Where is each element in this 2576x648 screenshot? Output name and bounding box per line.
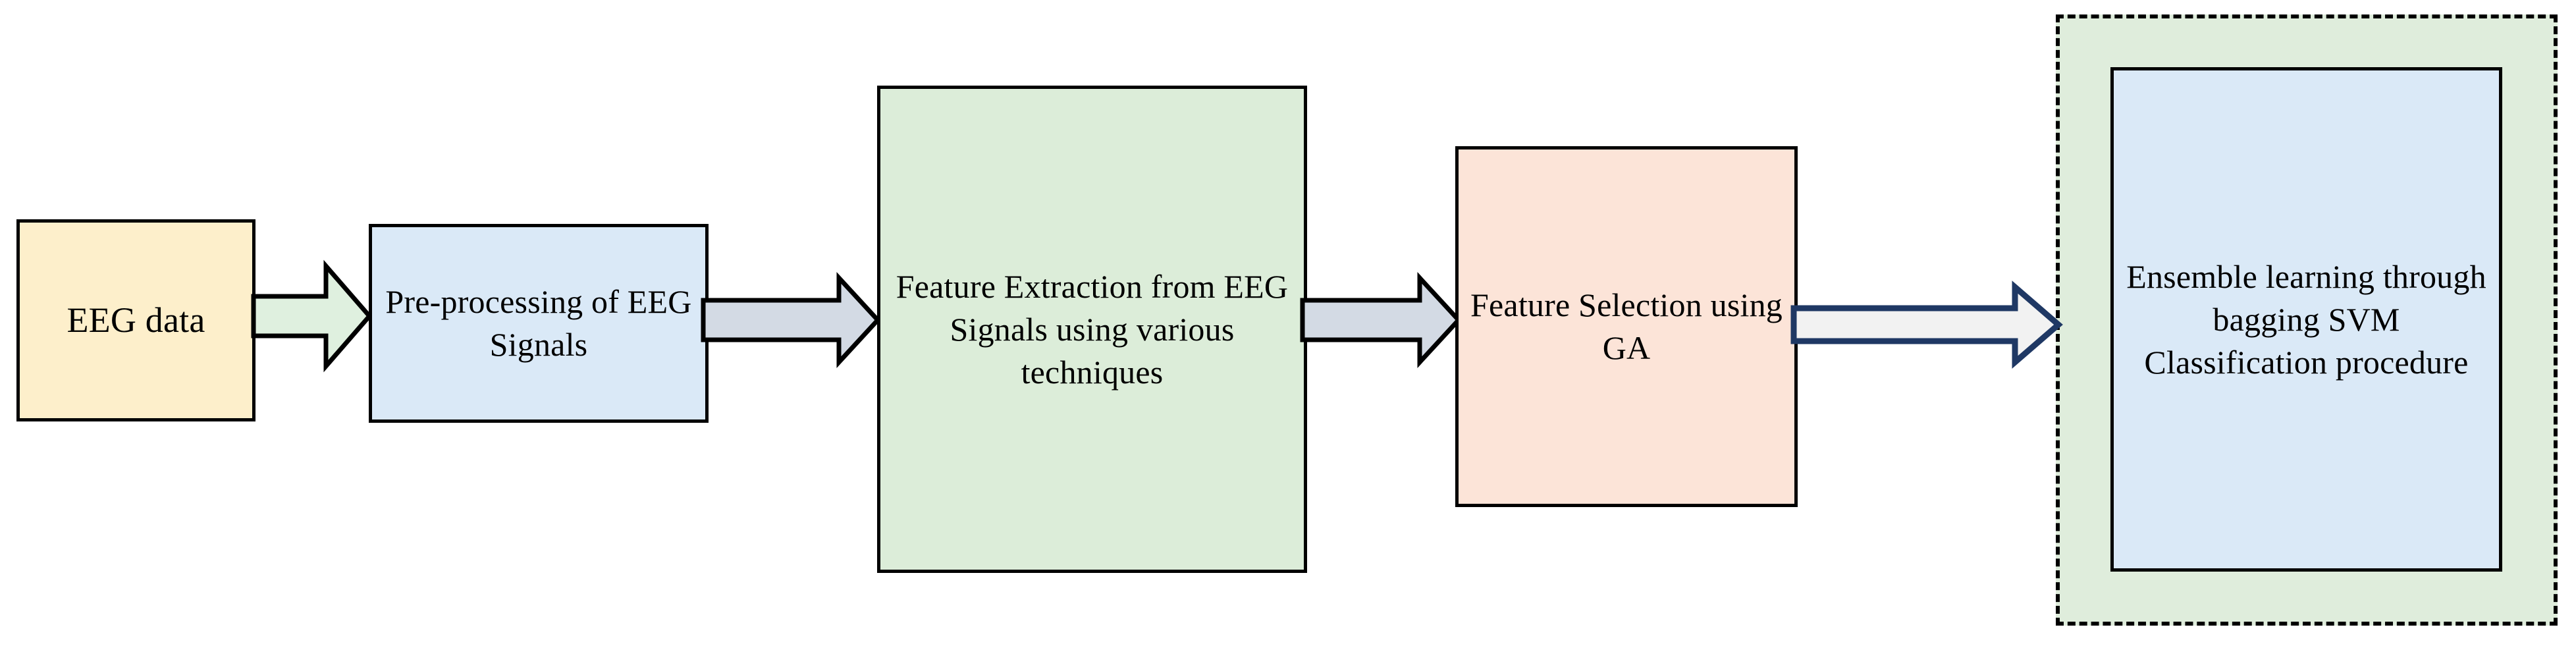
arrow-extraction-to-selection — [1300, 272, 1462, 368]
node-preprocessing-label: Pre-processing of EEG Signals — [385, 283, 692, 363]
node-eeg-data[interactable]: EEG data — [16, 219, 255, 421]
node-eeg-data-label: EEG data — [67, 300, 205, 340]
arrow-selection-to-ensemble — [1790, 281, 2063, 369]
arrow-eeg-to-preprocessing-shape — [251, 259, 373, 373]
node-feature-selection-label: Feature Selection using GA — [1470, 286, 1783, 366]
arrow-eeg-to-preprocessing — [251, 259, 373, 373]
arrow-selection-to-ensemble-shape — [1790, 281, 2063, 369]
arrow-preprocessing-to-extraction — [701, 272, 881, 368]
node-feature-extraction[interactable]: Feature Extraction from EEG Signals usin… — [877, 86, 1307, 573]
node-preprocessing[interactable]: Pre-processing of EEG Signals — [369, 224, 709, 423]
arrow-preprocessing-to-extraction-shape — [701, 272, 881, 368]
node-feature-extraction-label: Feature Extraction from EEG Signals usin… — [896, 267, 1289, 391]
arrow-extraction-to-selection-shape — [1300, 272, 1462, 368]
node-ensemble[interactable]: Ensemble learning through bagging SVM Cl… — [2110, 67, 2502, 572]
node-ensemble-label: Ensemble learning through bagging SVM Cl… — [2126, 257, 2486, 381]
node-feature-selection[interactable]: Feature Selection using GA — [1455, 146, 1798, 507]
